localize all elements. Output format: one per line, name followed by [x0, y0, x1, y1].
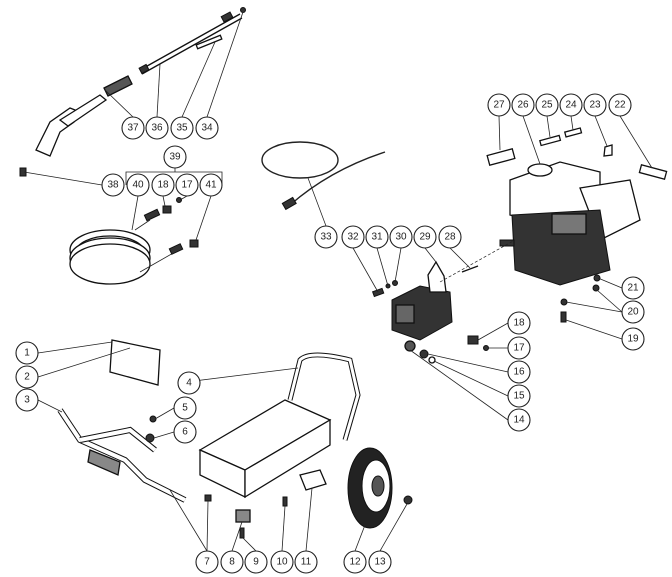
svg-text:6: 6 [182, 427, 188, 438]
callout-19: 19 [621, 327, 645, 351]
svg-text:2: 2 [24, 372, 30, 383]
callout-18b: 18 [507, 311, 531, 335]
hose-reel [69, 197, 199, 285]
callout-23: 23 [583, 93, 607, 117]
svg-text:33: 33 [320, 232, 332, 243]
pump-hose [261, 141, 386, 211]
engine [486, 127, 668, 323]
svg-text:23: 23 [589, 100, 601, 111]
svg-text:21: 21 [627, 283, 639, 294]
svg-text:18: 18 [513, 318, 525, 329]
callout-3: 3 [15, 388, 39, 412]
callout-11: 11 [294, 550, 318, 574]
svg-text:19: 19 [627, 334, 639, 345]
pump [371, 260, 489, 364]
svg-text:8: 8 [229, 557, 235, 568]
svg-text:5: 5 [182, 403, 188, 414]
callout-5: 5 [173, 396, 197, 420]
callout-10: 10 [270, 550, 294, 574]
callout-33: 33 [314, 225, 338, 249]
callout-18a: 18 [151, 173, 175, 197]
svg-text:37: 37 [127, 123, 139, 134]
callout-40: 40 [126, 173, 150, 197]
leader-lines [23, 11, 653, 552]
svg-text:10: 10 [276, 557, 288, 568]
callout-1: 1 [15, 341, 39, 365]
callout-32: 32 [341, 225, 365, 249]
svg-text:15: 15 [513, 391, 525, 402]
wheel [347, 447, 413, 529]
callout-15: 15 [507, 384, 531, 408]
callout-7: 7 [195, 550, 219, 574]
svg-text:34: 34 [201, 123, 213, 134]
svg-text:4: 4 [186, 378, 192, 389]
callout-26: 26 [511, 93, 535, 117]
svg-text:3: 3 [24, 395, 30, 406]
callout-31: 31 [365, 225, 389, 249]
svg-text:40: 40 [132, 180, 144, 191]
svg-text:41: 41 [205, 180, 217, 191]
svg-text:31: 31 [371, 232, 383, 243]
svg-text:7: 7 [204, 557, 210, 568]
callout-35: 35 [170, 116, 194, 140]
svg-text:17: 17 [181, 180, 193, 191]
callout-29: 29 [413, 225, 437, 249]
spray-gun [19, 7, 246, 177]
svg-text:20: 20 [627, 307, 639, 318]
callout-2: 2 [15, 365, 39, 389]
callout-4: 4 [177, 371, 201, 395]
svg-text:17: 17 [513, 343, 525, 354]
callout-41: 41 [199, 173, 223, 197]
svg-text:25: 25 [541, 100, 553, 111]
callout-34: 34 [195, 116, 219, 140]
callout-6: 6 [173, 420, 197, 444]
svg-text:28: 28 [444, 232, 456, 243]
callout-20: 20 [621, 300, 645, 324]
svg-text:24: 24 [565, 100, 577, 111]
callout-16: 16 [507, 360, 531, 384]
svg-text:27: 27 [493, 100, 505, 111]
callout-21: 21 [621, 276, 645, 300]
svg-text:13: 13 [374, 557, 386, 568]
callout-27: 27 [487, 93, 511, 117]
svg-text:18: 18 [157, 180, 169, 191]
svg-text:1: 1 [24, 348, 30, 359]
callout-25: 25 [535, 93, 559, 117]
svg-text:22: 22 [614, 100, 626, 111]
callout-39: 39 [163, 145, 187, 169]
callout-36: 36 [145, 116, 169, 140]
svg-text:38: 38 [107, 180, 119, 191]
callout-12: 12 [343, 550, 367, 574]
callout-28: 28 [438, 225, 462, 249]
svg-text:11: 11 [301, 557, 312, 568]
callout-37: 37 [121, 116, 145, 140]
callout-9: 9 [244, 550, 268, 574]
frame [57, 339, 361, 539]
callout-17b: 17 [507, 336, 531, 360]
callout-24: 24 [559, 93, 583, 117]
svg-text:16: 16 [513, 367, 525, 378]
svg-text:12: 12 [349, 557, 361, 568]
svg-text:32: 32 [347, 232, 359, 243]
callout-13: 13 [368, 550, 392, 574]
callouts: 37 36 35 34 39 38 40 18 17 41 33 32 31 3… [15, 93, 645, 574]
callout-14: 14 [507, 408, 531, 432]
callout-38: 38 [101, 173, 125, 197]
svg-text:26: 26 [517, 100, 529, 111]
callout-22: 22 [608, 93, 632, 117]
svg-text:14: 14 [513, 415, 525, 426]
svg-text:35: 35 [176, 123, 188, 134]
callout-8: 8 [220, 550, 244, 574]
callout-30: 30 [389, 225, 413, 249]
svg-text:36: 36 [151, 123, 163, 134]
svg-text:29: 29 [419, 232, 431, 243]
svg-text:39: 39 [169, 152, 181, 163]
svg-text:30: 30 [395, 232, 407, 243]
svg-text:9: 9 [253, 557, 259, 568]
callout-17a: 17 [175, 173, 199, 197]
